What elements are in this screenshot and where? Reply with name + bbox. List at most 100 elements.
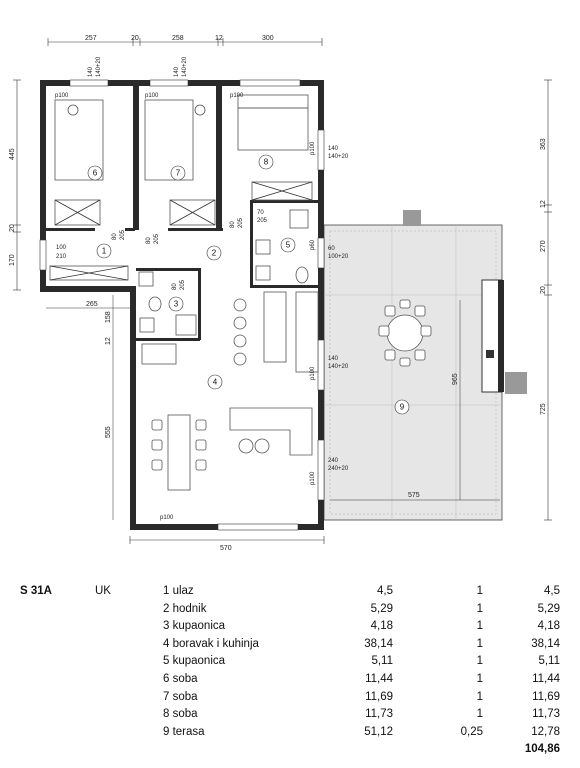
room-net-area: 11,44	[532, 672, 560, 685]
room-coefficient: 1	[476, 672, 483, 685]
dim-top-1: 257	[85, 35, 97, 42]
table-row: 5 kupaonica 5,11 1 5,11	[20, 653, 560, 671]
room-6-bedroom: 6	[54, 99, 104, 226]
room-area: 4,5	[377, 585, 393, 597]
room-7-bedroom: 7	[144, 99, 216, 226]
window-r7-h: 140+20	[182, 56, 188, 77]
p-label-4: p100	[310, 141, 316, 155]
room-3-bathroom: 3	[138, 271, 197, 336]
table-row: 2 hodnik 5,29 1 5,29	[20, 601, 560, 619]
room-net-area: 5,29	[537, 602, 560, 615]
door-5-w: 70	[257, 210, 264, 216]
left-dimension-line: 445 20 170	[9, 79, 21, 291]
room-net-area: 11,69	[532, 690, 560, 703]
p-label-2: p100	[145, 93, 159, 99]
dim-top-5: 300	[262, 35, 274, 42]
window-r8-w: 140	[328, 146, 339, 152]
dim-terrace-width: 575	[408, 492, 420, 499]
room-coefficient: 1	[476, 708, 483, 721]
room-6-number: 6	[93, 169, 98, 178]
dim-hall-width: 265	[86, 301, 98, 308]
room-coefficient: 1	[476, 602, 483, 615]
door-4-h: 205	[180, 279, 186, 290]
total-row: 104,86	[20, 741, 560, 759]
outer-walls	[39, 79, 325, 531]
entry-door-h: 210	[56, 254, 67, 260]
dim-bottom: 570	[220, 545, 232, 552]
room-area: 38,14	[364, 637, 393, 650]
floor-plan: 257 20 258 12 300 445 20 170 363 12 270 …	[9, 35, 552, 552]
inner-dimensions: 265 158 12 555 570	[46, 295, 325, 552]
dim-left-lower: 555	[105, 426, 112, 438]
dim-left-mid: 158	[105, 311, 112, 323]
room-net-area: 4,18	[537, 620, 560, 633]
room-coefficient: 1	[476, 620, 483, 633]
dim-right-5: 725	[540, 403, 547, 415]
room-5-bathroom: 5	[255, 209, 309, 284]
area-table: S 31A UK 1 ulaz 4,5 1 4,5 2 hodnik 5,29 …	[20, 583, 560, 759]
room-9-number: 9	[400, 403, 405, 412]
room-coefficient: 1	[476, 655, 483, 668]
room-name: 6 soba	[163, 672, 198, 685]
p-label-1: p100	[55, 93, 69, 99]
round-table	[386, 314, 424, 352]
dim-left-2: 20	[9, 224, 16, 232]
room-area: 5,29	[370, 602, 393, 615]
room-area: 11,73	[365, 708, 393, 721]
table-row: 6 soba 11,44 1 11,44	[20, 671, 560, 689]
table-row: 9 terasa 51,12 0,25 12,78	[20, 724, 560, 742]
room-name: 8 soba	[163, 708, 198, 721]
room-area: 11,69	[365, 690, 393, 703]
dim-right-2: 12	[540, 200, 547, 208]
window-r8-h: 140+20	[328, 154, 349, 160]
window-r6-w: 140	[88, 66, 94, 77]
unit-code: S 31A	[20, 585, 52, 597]
p-label-7: p100	[160, 515, 174, 521]
door-1-h: 205	[120, 229, 126, 240]
dim-right-1: 363	[540, 138, 547, 150]
room-net-area: 4,5	[544, 585, 560, 597]
door-r4-h: 240+20	[328, 466, 349, 472]
room-1-entry: 1	[49, 243, 129, 281]
window-r5-h: 100+20	[328, 254, 349, 260]
room-name: 7 soba	[163, 690, 198, 703]
dim-right-4: 20	[540, 286, 547, 294]
door-r4-w: 240	[328, 458, 339, 464]
room-area: 5,11	[371, 655, 393, 668]
opening-labels: 140 140+20 140 140+20 140 140+20 60 100+…	[55, 56, 349, 521]
terrace-area: 575 965 9	[323, 210, 527, 521]
dim-left-mid2: 12	[105, 337, 112, 345]
dim-left-3: 170	[9, 254, 16, 266]
room-coefficient: 0,25	[460, 725, 483, 738]
table-row: 4 boravak i kuhinja 38,14 1 38,14	[20, 636, 560, 654]
room-4-number: 4	[213, 378, 218, 387]
room-coefficient: 1	[476, 690, 483, 703]
room-area: 51,12	[364, 725, 393, 738]
window-r5-w: 60	[328, 246, 335, 252]
p-label-3: p100	[230, 93, 244, 99]
room-coefficient: 1	[476, 585, 483, 597]
room-5-number: 5	[286, 241, 291, 250]
total-area: 104,86	[524, 743, 560, 756]
window-r6-h: 140+20	[96, 56, 102, 77]
table-row: 8 soba 11,73 1 11,73	[20, 706, 560, 724]
table-row: 7 soba 11,69 1 11,69	[20, 689, 560, 707]
room-name: 1 ulaz	[163, 585, 194, 597]
p-label-6: p100	[310, 471, 316, 485]
room-coefficient: 1	[476, 637, 483, 650]
dim-top-3: 258	[172, 35, 184, 42]
dim-top-4: 12	[215, 35, 223, 42]
room-area: 11,44	[365, 672, 393, 685]
top-dimension-line: 257 20 258 12 300	[47, 35, 323, 46]
door-2-w: 80	[146, 237, 152, 244]
room-area: 4,18	[370, 620, 393, 633]
door-3-h: 205	[238, 217, 244, 228]
dim-terrace-height: 965	[452, 373, 459, 385]
room-net-area: 12,78	[531, 725, 560, 738]
dim-right-3: 270	[540, 240, 547, 252]
door-4-w: 80	[172, 283, 178, 290]
right-dimension-line: 363 12 270 20 725	[540, 79, 552, 521]
room-8-bedroom: 8	[237, 94, 313, 201]
room-7-number: 7	[176, 169, 181, 178]
room-3-number: 3	[174, 300, 179, 309]
